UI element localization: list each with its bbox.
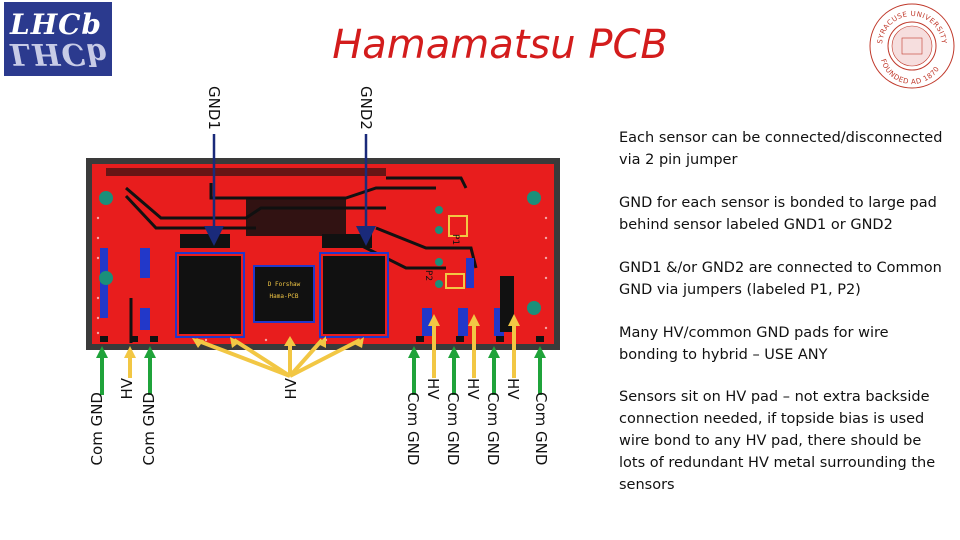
mount-hole	[99, 191, 113, 205]
lhcb-logo-text: LHCb	[10, 8, 103, 41]
pad-label-com-gnd: Com GND	[88, 392, 106, 466]
com-gnd-arrow	[448, 346, 460, 395]
note-gnd-pad: GND for each sensor is bonded to large p…	[619, 195, 937, 233]
pad-label-com-gnd: Com GND	[484, 392, 502, 466]
mount-hole	[527, 191, 541, 205]
hv-arrow	[428, 314, 440, 378]
hv-arrow	[508, 314, 520, 378]
pad-label-hv: HV	[504, 378, 522, 400]
university-seal: SYRACUSE UNIVERSITY FOUNDED AD 1870	[869, 3, 955, 89]
svg-text:D Forshaw: D Forshaw	[268, 281, 301, 288]
jumper-p2-label: P2	[423, 270, 433, 281]
com-gnd-arrow	[408, 346, 420, 395]
page-title: Hamamatsu PCB	[332, 22, 668, 68]
note-sensor-hv: Sensors sit on HV pad – not extra backsi…	[619, 389, 936, 493]
sensor-pad-2	[321, 254, 387, 336]
pad-label-hv: HV	[424, 378, 442, 400]
note-hv-pads: Many HV/common GND pads for wire bonding…	[619, 325, 889, 363]
gnd2-label: GND2	[357, 86, 375, 130]
pad-label-hv: HV	[464, 378, 482, 400]
com-gnd-arrow	[96, 346, 108, 395]
mount-hole	[527, 301, 541, 315]
hv-fan-arrow	[288, 338, 324, 378]
com-gnd-arrow	[488, 346, 500, 395]
pad-label-com-gnd: Com GND	[140, 392, 158, 466]
com-gnd-arrow	[534, 346, 546, 395]
mount-hole	[99, 271, 113, 285]
gnd1-label: GND1	[205, 86, 223, 130]
pad-label-hv: HV	[282, 378, 300, 400]
com-gnd-arrow	[144, 346, 156, 395]
jumper-p2	[445, 273, 465, 289]
jumper-p1	[448, 215, 468, 237]
pad-label-hv: HV	[118, 378, 136, 400]
hv-arrow	[124, 346, 136, 378]
pcb-board: D Forshaw Hama-PCB P1 P2	[86, 158, 560, 350]
lhcb-logo: LHCb LHCb	[4, 2, 112, 76]
note-common-gnd: GND1 &/or GND2 are connected to Common G…	[619, 260, 942, 298]
hv-fan-arrow	[232, 338, 292, 378]
jumper-p1-label: P1	[450, 234, 460, 245]
note-jumper: Each sensor can be connected/disconnecte…	[619, 130, 943, 168]
pad-label-com-gnd: Com GND	[444, 392, 462, 466]
sensor-pad-1	[177, 254, 243, 336]
hv-arrow	[468, 314, 480, 378]
pad-label-com-gnd: Com GND	[532, 392, 550, 466]
hv-fan-arrow	[195, 338, 291, 378]
hv-fan-arrow	[289, 338, 361, 378]
svg-text:Hama-PCB: Hama-PCB	[270, 293, 299, 300]
pad-label-com-gnd: Com GND	[404, 392, 422, 466]
